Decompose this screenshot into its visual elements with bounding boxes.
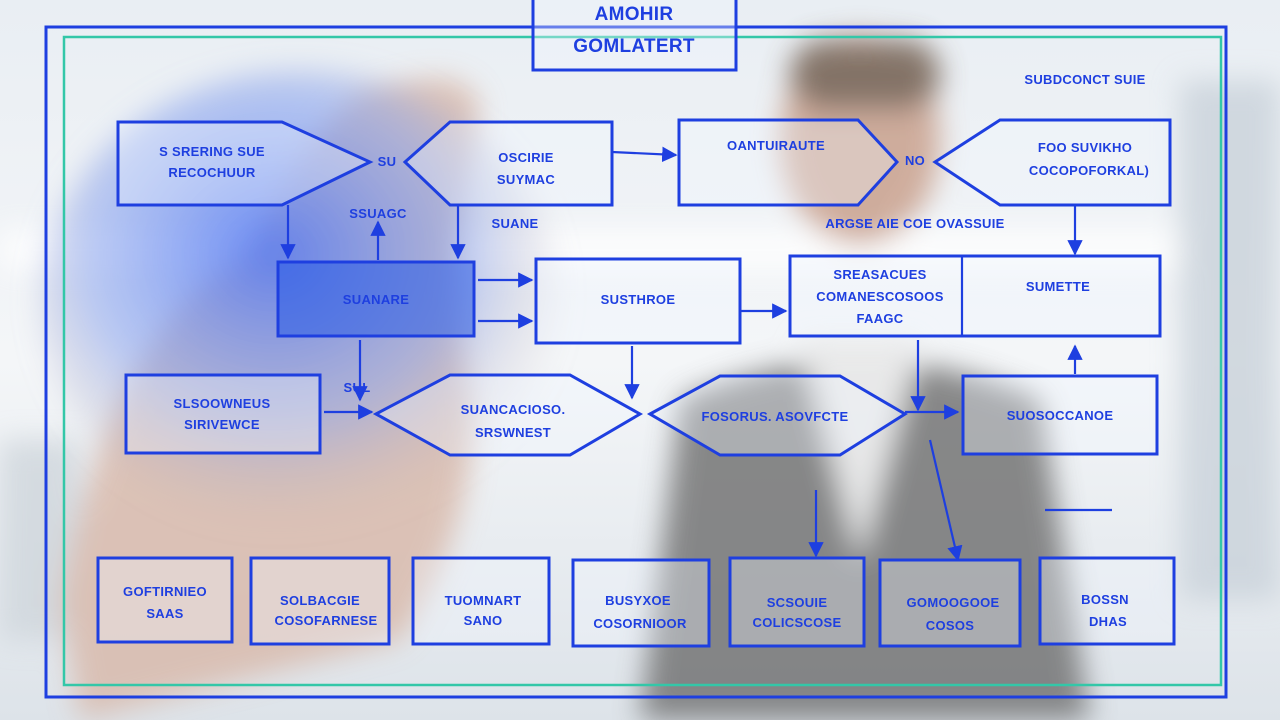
node-b5-line-1: SCSOUIE bbox=[767, 595, 828, 610]
node-b5-line-2: COLICSCOSE bbox=[753, 615, 842, 630]
node-n7-line-2: COMANESCOSOOS bbox=[816, 289, 943, 304]
inner-frame bbox=[62, 35, 1223, 687]
node-n3-line-1: OANTUIRAUTE bbox=[727, 138, 825, 153]
node-n2-line-2: SUYMAC bbox=[497, 172, 555, 187]
edge-label-e4: SUANE bbox=[491, 216, 538, 231]
node-b3: TUOMNART SANO bbox=[411, 556, 551, 646]
node-b7-line-1: BOSSN bbox=[1081, 592, 1129, 607]
node-b2: SOLBACGIE COSOFARNESE bbox=[249, 556, 391, 646]
node-b7: BOSSN DHAS bbox=[1038, 556, 1176, 646]
node-n7: SREASACUES COMANESCOSOOS FAAGC bbox=[788, 254, 1162, 338]
edge-n2-n3 bbox=[611, 146, 678, 163]
node-n12: SUOSOCCANOE bbox=[961, 374, 1159, 456]
node-b4: BUSYXOE COSORNIOOR bbox=[571, 558, 711, 648]
node-b3-line-1: TUOMNART bbox=[445, 593, 522, 608]
node-b4-line-2: COSORNIOOR bbox=[593, 616, 687, 631]
title-line-2: GOMLATERT bbox=[573, 36, 695, 57]
node-n9-line-2: SIRIVEWCE bbox=[184, 417, 260, 432]
edge-label-e6: SUL bbox=[344, 380, 371, 395]
node-n4: FOO SUVIKHO COCOPOFORKAL) bbox=[932, 118, 1172, 207]
node-b1: GOFTIRNIEO SAAS bbox=[96, 556, 234, 644]
node-b1-line-2: SAAS bbox=[146, 606, 183, 621]
node-n5-line-1: SUANARE bbox=[343, 292, 409, 307]
node-n7-line-3: FAAGC bbox=[857, 311, 904, 326]
node-b7-line-2: DHAS bbox=[1089, 614, 1127, 629]
node-b6-line-2: COSOS bbox=[926, 618, 974, 633]
node-n11-line-1: FOSORUS. ASOVFCTE bbox=[702, 409, 849, 424]
node-n6-line-1: SUSTHROE bbox=[601, 292, 676, 307]
node-n8-line-1: SUMETTE bbox=[1026, 279, 1090, 294]
node-n1-line-2: RECOCHUUR bbox=[168, 165, 256, 180]
node-n9: SLSOOWNEUS SIRIVEWCE bbox=[124, 373, 322, 455]
node-n10: SUANCACIOSO. SRSWNEST bbox=[372, 373, 644, 457]
node-n8: SUMETTE bbox=[1026, 279, 1090, 294]
node-n11: FOSORUS. ASOVFCTE bbox=[646, 374, 908, 457]
outer-frame bbox=[44, 25, 1228, 699]
edge-label-e1: SU bbox=[378, 154, 397, 169]
node-n6: SUSTHROE bbox=[534, 257, 742, 345]
node-b4-line-1: BUSYXOE bbox=[605, 593, 671, 608]
node-n3: OANTUIRAUTE bbox=[677, 118, 900, 207]
node-n1-line-1: S SRERING SUE bbox=[159, 144, 265, 159]
node-n10-line-1: SUANCACIOSO. bbox=[461, 402, 566, 417]
node-n4-line-1: FOO SUVIKHO bbox=[1038, 140, 1132, 155]
node-b2-line-2: COSOFARNESE bbox=[275, 613, 378, 628]
title-line-1: AMOHIR bbox=[595, 4, 674, 25]
node-b5: SCSOUIE COLICSCOSE bbox=[728, 556, 866, 648]
node-b2-line-1: SOLBACGIE bbox=[280, 593, 360, 608]
title-box: AMOHIR GOMLATERT bbox=[531, 0, 738, 72]
node-n2: OSCIRIE SUYMAC bbox=[402, 120, 614, 207]
node-b6-line-1: GOMOOGOOE bbox=[907, 595, 1000, 610]
node-b1-line-1: GOFTIRNIEO bbox=[123, 584, 207, 599]
node-n12-line-1: SUOSOCCANOE bbox=[1007, 408, 1114, 423]
node-n9-line-1: SLSOOWNEUS bbox=[174, 396, 271, 411]
node-n2-line-1: OSCIRIE bbox=[498, 150, 554, 165]
node-n10-line-2: SRSWNEST bbox=[475, 425, 551, 440]
node-n7-line-1: SREASACUES bbox=[833, 267, 926, 282]
edges bbox=[280, 146, 1112, 562]
node-b6: GOMOOGOOE COSOS bbox=[878, 558, 1022, 648]
edge-n11-b6 bbox=[928, 439, 963, 562]
node-n4-line-2: COCOPOFORKAL) bbox=[1029, 163, 1149, 178]
node-b3-line-2: SANO bbox=[464, 613, 503, 628]
edge-label-e2: NO bbox=[905, 153, 925, 168]
corner-note: SUBDCONCT SUIE bbox=[1024, 72, 1145, 87]
node-n1: S SRERING SUE RECOCHUUR bbox=[116, 120, 374, 207]
node-n5: SUANARE bbox=[276, 260, 476, 338]
edge-label-e3: SSUAGC bbox=[349, 206, 407, 221]
edge-label-e5: ARGSE AIE COE OVASSUIE bbox=[825, 216, 1004, 231]
